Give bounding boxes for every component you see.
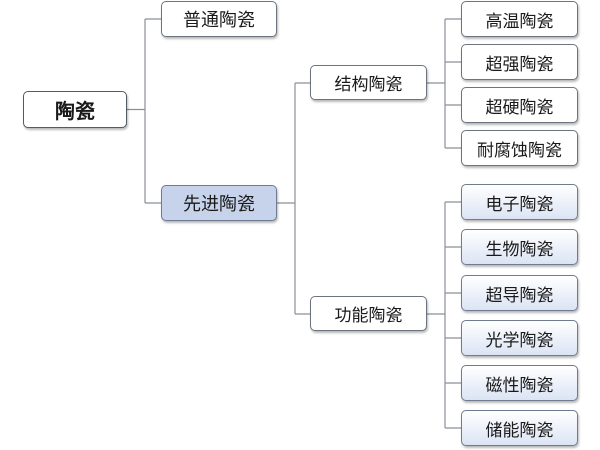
leaf-optical-ceramics: 光学陶瓷 bbox=[461, 320, 578, 356]
root-node-label: 陶瓷 bbox=[55, 99, 95, 123]
leaf-label: 超强陶瓷 bbox=[485, 54, 554, 75]
leaf-label: 高温陶瓷 bbox=[485, 11, 554, 32]
leaf-label: 电子陶瓷 bbox=[485, 194, 554, 215]
leaf-superconducting-ceramics: 超导陶瓷 bbox=[461, 275, 578, 311]
node-label: 结构陶瓷 bbox=[334, 75, 403, 95]
leaf-energy-storage-ceramics: 储能陶瓷 bbox=[461, 410, 578, 446]
node-advanced-ceramics: 先进陶瓷 bbox=[161, 185, 277, 221]
leaf-high-temperature-ceramics: 高温陶瓷 bbox=[461, 1, 578, 37]
node-label: 普通陶瓷 bbox=[183, 10, 255, 31]
node-functional-ceramics: 功能陶瓷 bbox=[310, 296, 427, 331]
leaf-label: 光学陶瓷 bbox=[485, 330, 554, 351]
node-ordinary-ceramics: 普通陶瓷 bbox=[161, 1, 277, 37]
root-node: 陶瓷 bbox=[23, 91, 127, 128]
leaf-ultra-strong-ceramics: 超强陶瓷 bbox=[461, 44, 578, 80]
connector-advanced bbox=[277, 82, 310, 315]
node-label: 先进陶瓷 bbox=[183, 194, 255, 215]
leaf-label: 超导陶瓷 bbox=[485, 285, 554, 306]
leaf-label: 磁性陶瓷 bbox=[485, 375, 554, 396]
connector-structural bbox=[427, 18, 461, 149]
node-structural-ceramics: 结构陶瓷 bbox=[310, 65, 427, 100]
leaf-label: 生物陶瓷 bbox=[485, 239, 554, 260]
leaf-corrosion-resistant-ceramics: 耐腐蚀陶瓷 bbox=[461, 130, 578, 166]
connector-functional bbox=[427, 201, 461, 429]
leaf-electronic-ceramics: 电子陶瓷 bbox=[461, 184, 578, 220]
leaf-magnetic-ceramics: 磁性陶瓷 bbox=[461, 365, 578, 401]
leaf-bio-ceramics: 生物陶瓷 bbox=[461, 229, 578, 265]
leaf-label: 耐腐蚀陶瓷 bbox=[477, 140, 562, 161]
leaf-label: 储能陶瓷 bbox=[485, 420, 554, 441]
connector-root bbox=[127, 18, 161, 204]
node-label: 功能陶瓷 bbox=[334, 306, 403, 326]
leaf-superhard-ceramics: 超硬陶瓷 bbox=[461, 87, 578, 123]
leaf-label: 超硬陶瓷 bbox=[485, 97, 554, 118]
